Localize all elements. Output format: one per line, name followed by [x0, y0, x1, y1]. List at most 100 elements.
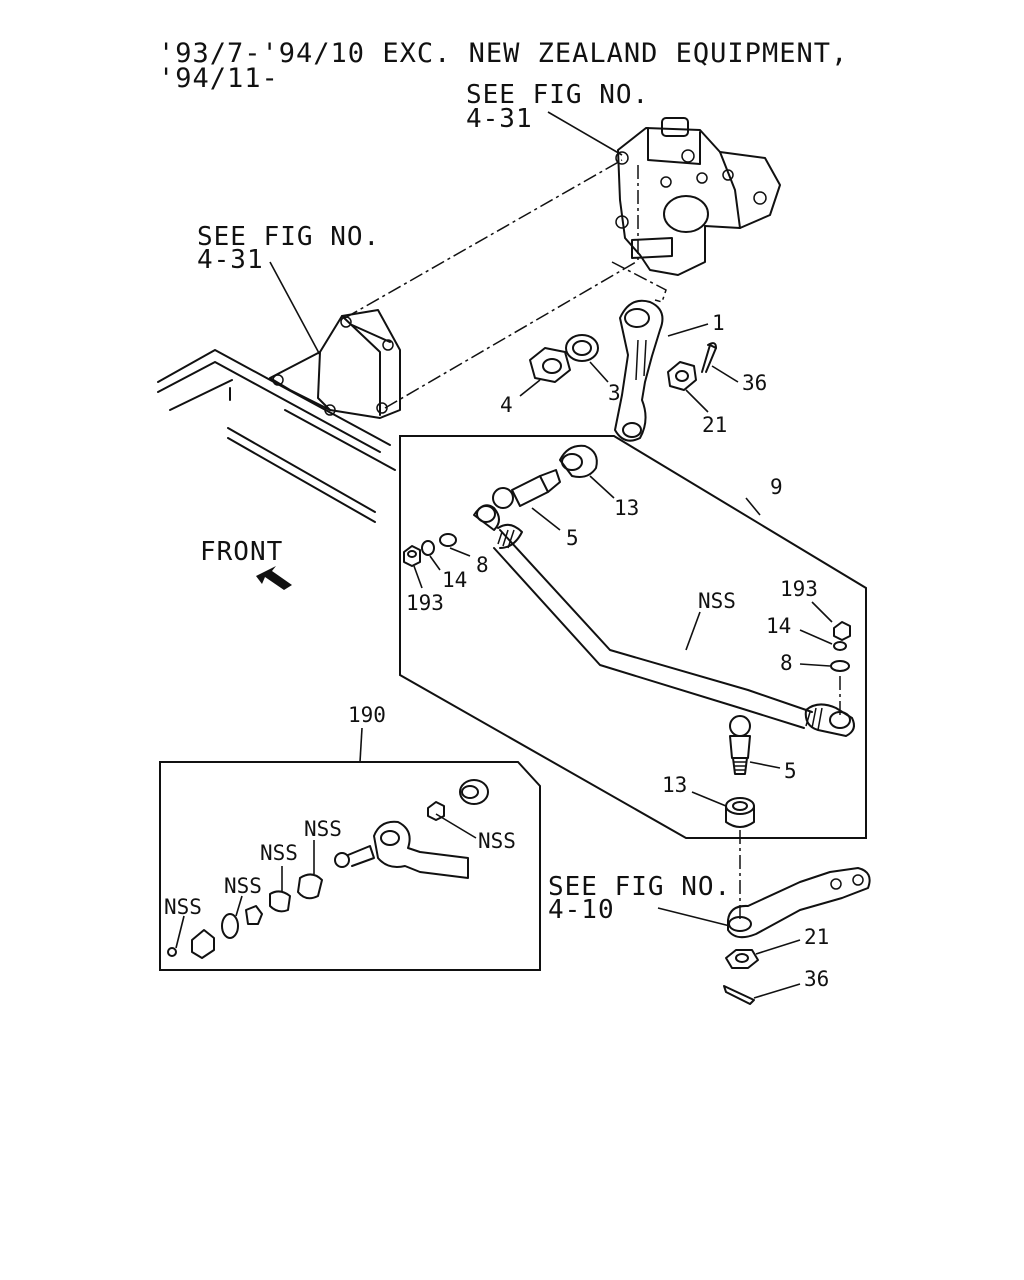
- washer-part-14-right[interactable]: [833, 641, 847, 651]
- repair-kit-outline: [159, 761, 541, 971]
- nut-part-4[interactable]: [529, 347, 571, 383]
- leader-13-top: [589, 475, 615, 499]
- leader-see-fig-bottom: [657, 907, 731, 927]
- callout-nss-k3: NSS: [260, 841, 298, 865]
- callout-21-bottom: 21: [804, 925, 829, 949]
- alignment-line-3: [611, 261, 667, 303]
- cotter-pin-part-36-top[interactable]: [701, 342, 717, 373]
- leader-21-top: [685, 389, 709, 413]
- frame-rail: [157, 349, 396, 523]
- callout-9: 9: [770, 475, 783, 499]
- callout-36-bottom: 36: [804, 967, 829, 991]
- steering-gear-bracket: [269, 309, 401, 419]
- alignment-line-1: [344, 159, 623, 319]
- kit-boot[interactable]: [459, 779, 489, 805]
- callout-nss-k5: NSS: [478, 829, 516, 853]
- grease-fitting-part-193-left[interactable]: [403, 545, 421, 567]
- see-fig-reference-top[interactable]: SEE FIG NO. 4-31: [466, 80, 649, 134]
- leader-8-right: [799, 663, 831, 667]
- leader-5-top: [531, 507, 561, 531]
- o-ring-part-8-left[interactable]: [439, 533, 457, 547]
- callout-3: 3: [608, 381, 621, 405]
- header-line-1: '93/7-'94/10 EXC. NEW ZEALAND EQUIPMENT,: [158, 38, 848, 69]
- callout-1: 1: [712, 311, 725, 335]
- see-fig-top-line-2: 4-31: [466, 104, 533, 134]
- kit-spring-seat[interactable]: [269, 890, 291, 913]
- kit-fitting[interactable]: [427, 801, 445, 821]
- leader-nss-k1: [175, 915, 185, 949]
- callout-193-left: 193: [406, 591, 444, 615]
- drag-link-rod[interactable]: [473, 504, 855, 737]
- washer-part-14-left[interactable]: [421, 540, 435, 556]
- leader-see-fig-top: [547, 111, 623, 156]
- dust-boot-part-13-top[interactable]: [559, 444, 598, 478]
- leader-nss-k5: [435, 813, 477, 839]
- kit-o-ring[interactable]: [221, 913, 239, 939]
- nut-part-21-bottom[interactable]: [725, 949, 759, 969]
- callout-nss-k1: NSS: [164, 895, 202, 919]
- kit-nut[interactable]: [191, 929, 215, 959]
- see-fig-bottom-line-1: SEE FIG NO.: [548, 872, 731, 902]
- leader-8-left: [449, 547, 471, 557]
- callout-190: 190: [348, 703, 386, 727]
- callout-21-top: 21: [702, 413, 727, 437]
- leader-21-bottom: [755, 939, 801, 955]
- nut-part-21-top[interactable]: [667, 361, 697, 391]
- callout-nss-k4: NSS: [304, 817, 342, 841]
- ball-stud-part-5-bottom[interactable]: [729, 715, 751, 775]
- kit-ball-stud[interactable]: [334, 852, 350, 868]
- leader-3: [589, 361, 609, 383]
- see-fig-top-line-1: SEE FIG NO.: [466, 80, 649, 110]
- repair-kit-parts: [167, 779, 489, 959]
- see-fig-reference-left[interactable]: SEE FIG NO. 4-31: [197, 222, 380, 275]
- leader-36-top: [711, 365, 739, 383]
- leader-14-left: [429, 555, 441, 571]
- steering-gear-box: [615, 117, 781, 276]
- leader-5-bottom: [749, 761, 781, 769]
- pitman-arm[interactable]: [614, 299, 664, 442]
- cotter-pin-part-36-bottom[interactable]: [723, 985, 755, 1005]
- leader-190: [359, 727, 363, 763]
- callout-13-top: 13: [614, 496, 639, 520]
- callout-36-top: 36: [742, 371, 767, 395]
- ball-stud-part-5-top[interactable]: [492, 469, 561, 509]
- kit-seat[interactable]: [297, 873, 323, 900]
- callout-nss-k2: NSS: [224, 874, 262, 898]
- callout-5-bottom: 5: [784, 759, 797, 783]
- callout-8-right: 8: [780, 651, 793, 675]
- see-fig-left-line-1: SEE FIG NO.: [197, 222, 380, 252]
- header-line-2: '94/11-: [158, 63, 279, 94]
- callout-14-right: 14: [766, 614, 791, 638]
- front-label: FRONT: [200, 537, 283, 567]
- callout-8-left: 8: [476, 553, 489, 577]
- leader-nss-rod: [685, 611, 701, 651]
- leader-36-bottom: [753, 983, 801, 999]
- o-ring-part-8-right[interactable]: [830, 660, 850, 672]
- leader-9: [745, 497, 761, 516]
- leader-4: [519, 379, 541, 397]
- grease-fitting-part-193-right[interactable]: [833, 621, 851, 641]
- dust-boot-part-13-bottom[interactable]: [725, 797, 755, 828]
- drag-link-assembly-outline: [399, 435, 867, 839]
- callout-13-bottom: 13: [662, 773, 687, 797]
- see-fig-bottom-line-2: 4-10: [548, 895, 615, 925]
- kit-plug[interactable]: [245, 905, 263, 925]
- callout-5-top: 5: [566, 526, 579, 550]
- leader-193-left: [413, 565, 423, 589]
- knuckle-arm: [727, 867, 871, 939]
- kit-socket-housing[interactable]: [373, 820, 469, 879]
- see-fig-reference-bottom[interactable]: SEE FIG NO. 4-10: [548, 872, 731, 925]
- callout-nss-rod: NSS: [698, 589, 736, 613]
- washer-part-3[interactable]: [565, 334, 599, 362]
- leader-nss-k2: [235, 895, 243, 917]
- leader-13-bottom: [691, 791, 727, 807]
- leader-193-right: [811, 601, 833, 623]
- kit-screw[interactable]: [167, 947, 177, 957]
- callout-14-left: 14: [442, 568, 467, 592]
- leader-see-fig-left: [269, 261, 321, 356]
- leader-14-right: [799, 629, 833, 645]
- see-fig-left-line-2: 4-31: [197, 245, 264, 275]
- alignment-line-2: [384, 261, 637, 409]
